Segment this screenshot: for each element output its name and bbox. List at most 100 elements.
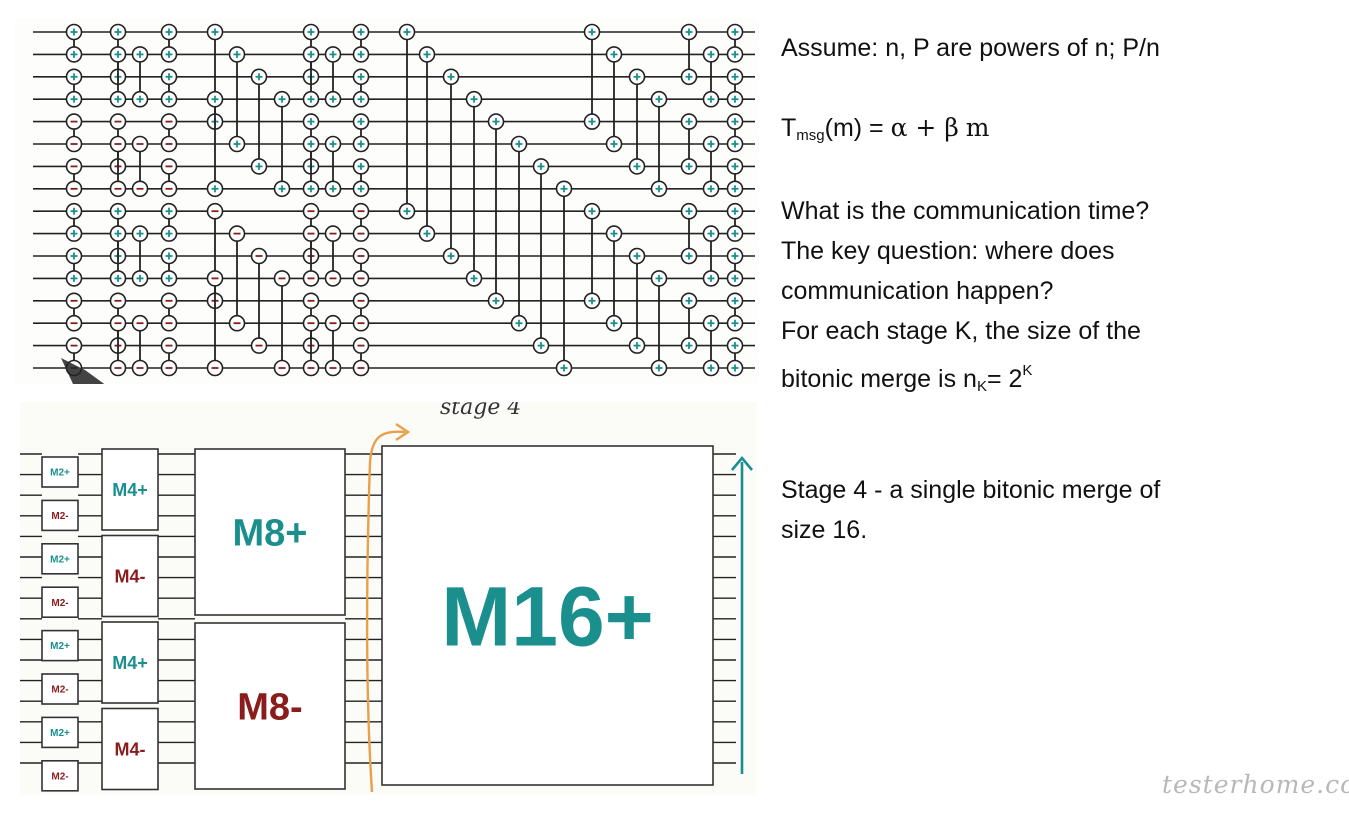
comparator <box>352 292 370 332</box>
minus-node-icon <box>65 180 83 198</box>
minus-node-icon <box>352 292 370 310</box>
plus-node-icon <box>324 180 342 198</box>
comparator <box>302 225 320 287</box>
plus-node-icon <box>726 225 744 242</box>
comparator <box>250 68 268 175</box>
comparator <box>680 113 698 175</box>
plus-node-icon <box>726 135 744 153</box>
plus-node-icon <box>702 359 720 377</box>
m4-merge-block: M4+ <box>101 621 159 704</box>
plus-node-icon <box>726 23 744 41</box>
plus-node-icon <box>465 90 483 108</box>
plus-node-icon <box>160 247 178 265</box>
merge-block-svg: M2+M2-M2+M2-M2+M2-M2+M2-M4+M4-M4+M4-M8+M… <box>20 402 753 793</box>
comparator <box>160 337 178 377</box>
plus-node-icon <box>680 247 698 265</box>
plus-node-icon <box>605 314 623 332</box>
plus-node-icon <box>680 23 698 41</box>
comparator <box>726 23 744 63</box>
minus-node-icon <box>302 225 320 242</box>
plus-node-icon <box>650 359 668 377</box>
minus-node-icon <box>352 337 370 354</box>
minus-node-icon <box>131 359 149 377</box>
plus-node-icon <box>726 158 744 175</box>
minus-node-icon <box>302 359 320 377</box>
plus-node-icon <box>726 359 744 377</box>
plus-node-icon <box>65 225 83 242</box>
plus-node-icon <box>206 23 224 41</box>
comparator <box>131 314 149 377</box>
minus-node-icon <box>324 314 342 332</box>
plus-node-icon <box>726 202 744 220</box>
plus-node-icon <box>510 135 528 153</box>
plus-node-icon <box>65 68 83 86</box>
plus-node-icon <box>273 180 291 198</box>
plus-node-icon <box>442 68 460 86</box>
minus-node-icon <box>206 359 224 377</box>
plus-node-icon <box>702 90 720 108</box>
minus-node-icon <box>273 359 291 377</box>
plus-node-icon <box>109 225 127 242</box>
plus-node-icon <box>702 46 720 63</box>
comparator <box>160 23 178 63</box>
comparator <box>160 113 178 153</box>
plus-node-icon <box>302 113 320 130</box>
minus-node-icon <box>352 314 370 332</box>
minus-node-icon <box>65 292 83 310</box>
comparator <box>726 337 744 377</box>
plus-node-icon <box>131 225 149 242</box>
comparator <box>160 247 178 287</box>
plus-node-icon <box>583 113 601 130</box>
comparator <box>583 202 601 310</box>
comparator <box>726 158 744 198</box>
comparator <box>65 113 83 153</box>
comparator <box>273 270 291 377</box>
minus-node-icon <box>109 359 127 377</box>
comparator <box>702 46 720 108</box>
comparator <box>510 135 528 332</box>
m2-merge-block: M2- <box>41 499 79 532</box>
block-label: M2+ <box>50 468 70 479</box>
comparator <box>726 247 744 287</box>
stage-size-line: For each stage K, the size of the <box>781 317 1141 345</box>
key-question-line-2: communication happen? <box>781 277 1054 305</box>
comparator <box>418 46 436 242</box>
comparator <box>160 292 178 332</box>
plus-node-icon <box>109 90 127 108</box>
plus-node-icon <box>583 292 601 310</box>
minus-node-icon <box>65 158 83 175</box>
plus-node-icon <box>324 90 342 108</box>
plus-node-icon <box>510 314 528 332</box>
comparator <box>65 292 83 332</box>
plus-node-icon <box>352 46 370 63</box>
block-label: M2+ <box>50 728 70 739</box>
comparator <box>465 90 483 287</box>
block-label: M8+ <box>233 513 308 555</box>
m8-merge-block: M8+ <box>194 448 346 616</box>
block-label: M2- <box>51 685 68 696</box>
minus-node-icon <box>160 158 178 175</box>
comparator <box>324 135 342 198</box>
minus-node-icon <box>324 359 342 377</box>
plus-node-icon <box>131 90 149 108</box>
minus-node-icon <box>302 292 320 310</box>
plus-node-icon <box>605 225 623 242</box>
plus-node-icon <box>352 180 370 198</box>
plus-node-icon <box>650 180 668 198</box>
minus-node-icon <box>109 314 127 332</box>
plus-node-icon <box>302 23 320 41</box>
minus-node-icon <box>352 359 370 377</box>
block-label: M16+ <box>441 570 653 664</box>
comparator <box>605 46 623 153</box>
comparator <box>628 68 646 175</box>
teal-arrowhead-icon <box>731 455 753 471</box>
m2-merge-block: M2+ <box>41 543 79 575</box>
comparator <box>352 247 370 287</box>
comparator <box>680 202 698 265</box>
plus-node-icon <box>726 292 744 310</box>
comparator <box>65 202 83 242</box>
minus-node-icon <box>160 359 178 377</box>
plus-node-icon <box>65 202 83 220</box>
block-label: M4- <box>115 566 146 586</box>
minus-node-icon <box>65 314 83 332</box>
